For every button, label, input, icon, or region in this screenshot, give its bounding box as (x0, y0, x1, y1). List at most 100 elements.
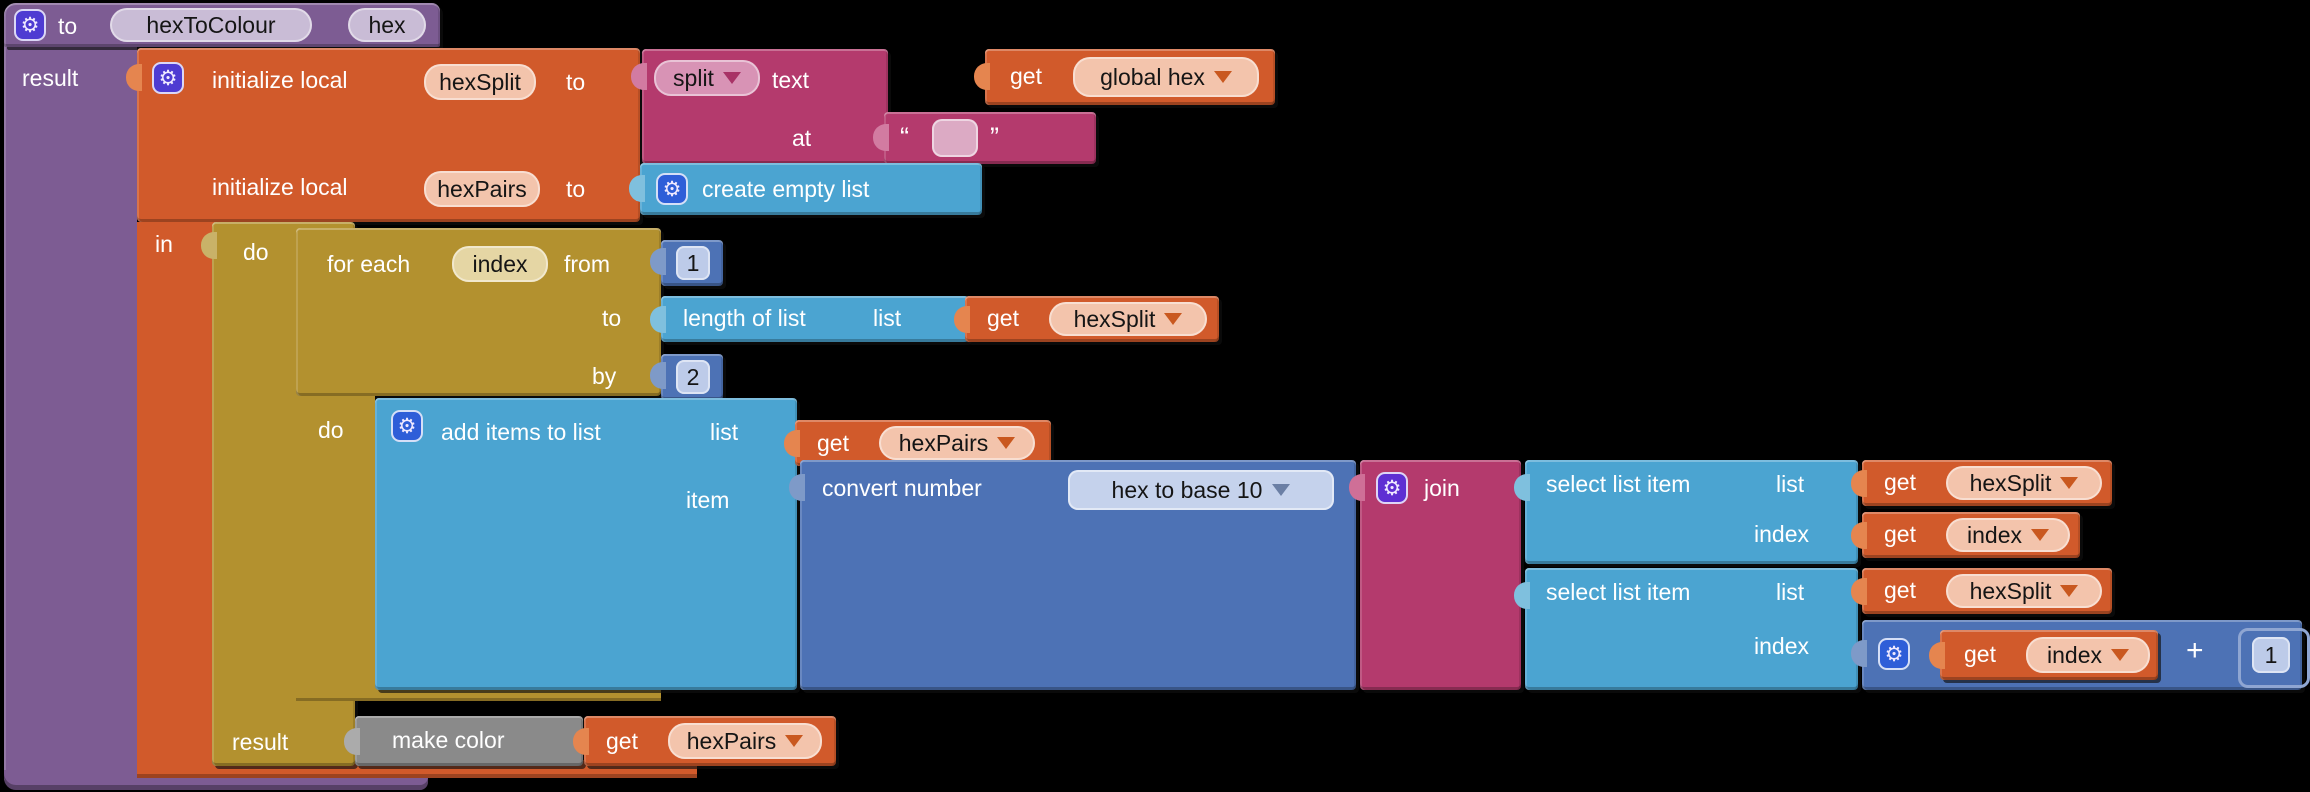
plug-nub (954, 306, 970, 333)
plug-nub (631, 63, 647, 90)
procedure-mutator-gear-icon[interactable]: ⚙ (14, 9, 46, 41)
create-list-mutator-gear-icon[interactable]: ⚙ (656, 173, 688, 205)
get-hexsplit-dropdown[interactable]: hexSplit (1049, 302, 1207, 336)
get-global-hex-dropdown[interactable]: global hex (1073, 57, 1259, 97)
join-mutator-gear-icon[interactable]: ⚙ (1376, 472, 1408, 504)
select-list-item-label: select list item (1546, 579, 1691, 605)
select-list-item-block-2[interactable]: select list item list index (1514, 568, 1858, 690)
plug-nub (126, 64, 142, 91)
for-each-index-var-field[interactable]: index (452, 246, 548, 282)
convert-mode-dropdown[interactable]: hex to base 10 (1068, 470, 1334, 510)
create-empty-list-block[interactable]: ⚙ create empty list (629, 163, 982, 215)
number-from-field[interactable]: 1 (676, 246, 710, 280)
plug-nub (1514, 582, 1530, 609)
do-result-label: result (232, 729, 289, 755)
number-plus-one-field[interactable]: 1 (2252, 637, 2290, 673)
get-hexsplit-block-3[interactable]: get hexSplit (1851, 568, 2112, 614)
plug-nub (201, 232, 217, 259)
dropdown-arrow-icon (2060, 477, 2079, 489)
add-items-to-list-block[interactable]: ⚙ add items to list list item (375, 398, 797, 690)
plug-nub (629, 175, 645, 202)
plug-nub (650, 306, 666, 333)
string-value-field[interactable] (932, 119, 978, 157)
plug-nub (1851, 522, 1867, 549)
global-hex-var-label: global hex (1100, 63, 1205, 90)
initialize-local-mutator-gear-icon[interactable]: ⚙ (152, 62, 184, 94)
open-quote-label: “ (900, 122, 909, 152)
length-list-socket-label: list (873, 305, 902, 331)
do-label: do (243, 239, 269, 265)
get-hexsplit-block-1[interactable]: get hexSplit (954, 296, 1219, 342)
create-empty-list-label: create empty list (702, 176, 870, 202)
plug-nub (573, 728, 589, 755)
for-each-label: for each (327, 251, 411, 277)
from-label: from (564, 251, 610, 277)
close-quote-label: ” (990, 122, 999, 152)
to-label-1: to (566, 69, 586, 95)
get-index-block-1[interactable]: get index (1851, 512, 2080, 558)
plug-nub (344, 728, 360, 755)
to-label-2: to (566, 176, 586, 202)
plug-nub (650, 362, 666, 389)
plug-nub (1349, 474, 1365, 501)
get-global-hex-block[interactable]: get global hex (974, 49, 1275, 105)
get-hexsplit-dropdown[interactable]: hexSplit (1946, 574, 2102, 608)
plug-nub (974, 63, 990, 90)
get-hexpairs-dropdown[interactable]: hexPairs (668, 723, 822, 759)
add-items-mutator-gear-icon[interactable]: ⚙ (391, 410, 423, 442)
hexsplit-var-label: hexSplit (1073, 305, 1156, 332)
number-by-field[interactable]: 2 (676, 360, 710, 394)
text-string-block[interactable]: “ ” (873, 112, 1096, 164)
hexsplit-var-label: hexSplit (1969, 577, 2052, 604)
hexpairs-var-label: hexPairs (686, 727, 777, 754)
for-each-left-strip[interactable]: do (296, 396, 375, 701)
initialize-local-label-1: initialize local (212, 67, 348, 93)
procedure-block-header[interactable]: ⚙ to hexToColour hex (4, 3, 440, 47)
get-index-dropdown[interactable]: index (1946, 518, 2070, 552)
select-list-item-block-1[interactable]: select list item list index (1514, 460, 1858, 564)
add-items-to-list-label: add items to list (441, 419, 601, 445)
procedure-param-hex[interactable]: hex (348, 8, 426, 42)
join-block[interactable]: ⚙ join (1349, 460, 1521, 690)
get-label: get (987, 305, 1019, 331)
procedure-body-left[interactable]: result (4, 44, 137, 780)
initialize-local-block[interactable]: ⚙ initialize local hexSplit to initializ… (126, 48, 640, 222)
get-label: get (1884, 577, 1916, 603)
get-label: get (1884, 521, 1916, 547)
plug-nub (1851, 578, 1867, 605)
number-by-block[interactable]: 2 (650, 354, 723, 400)
local-var-hexPairs-field[interactable]: hexPairs (424, 171, 540, 207)
plus-operator-label: + (2186, 634, 2204, 667)
split-text-block[interactable]: split text at (631, 49, 888, 164)
initialize-local-left-strip[interactable]: in (137, 222, 215, 760)
number-from-block[interactable]: 1 (650, 240, 723, 286)
get-label: get (1964, 641, 1996, 667)
plug-nub (1851, 470, 1867, 497)
get-index-dropdown[interactable]: index (2026, 637, 2150, 673)
get-hexsplit-dropdown[interactable]: hexSplit (1946, 466, 2102, 500)
split-op-label: split (673, 64, 714, 91)
get-hexpairs-dropdown[interactable]: hexPairs (879, 426, 1035, 460)
convert-number-block[interactable]: convert number hex to base 10 (789, 460, 1356, 690)
get-hexpairs-block-1[interactable]: get hexPairs (784, 420, 1051, 466)
add-items-item-socket-label: item (686, 487, 730, 513)
select-list-socket-label: list (1776, 471, 1805, 497)
dropdown-arrow-icon (1213, 71, 1232, 83)
make-color-block[interactable]: make color (344, 716, 583, 766)
for-each-block[interactable]: for each index from to by (296, 228, 661, 396)
local-var-hexSplit-field[interactable]: hexSplit (424, 64, 536, 100)
dropdown-arrow-icon (2030, 529, 2049, 541)
plug-nub (1514, 474, 1530, 501)
get-hexsplit-block-2[interactable]: get hexSplit (1851, 460, 2112, 506)
plus-mutator-gear-icon[interactable]: ⚙ (1878, 638, 1910, 670)
get-index-block-2[interactable]: get index (1929, 630, 2158, 680)
procedure-to-label: to (58, 13, 78, 39)
plus-block[interactable]: ⚙ + 1 get index (1851, 620, 2310, 690)
split-at-label: at (792, 125, 812, 151)
get-hexpairs-block-2[interactable]: get hexPairs (573, 716, 836, 766)
length-of-list-block[interactable]: length of list list (650, 296, 969, 342)
procedure-name-field[interactable]: hexToColour (110, 8, 312, 42)
split-op-dropdown[interactable]: split (654, 60, 760, 96)
get-label: get (606, 728, 638, 754)
